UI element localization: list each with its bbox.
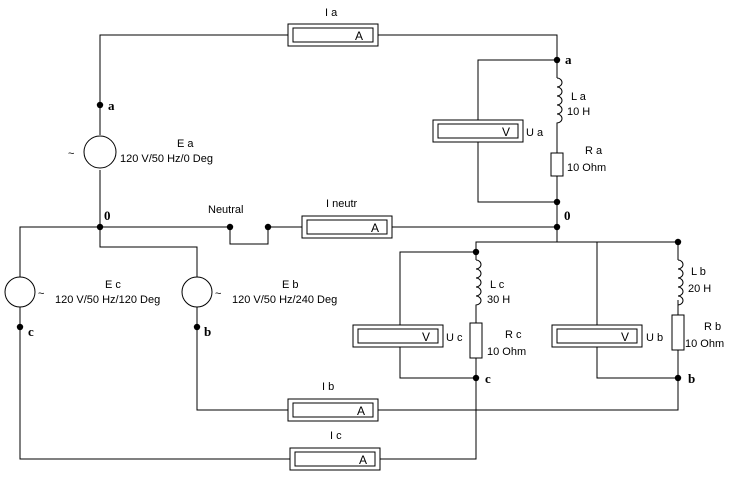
resistor-ra-value: 10 Ohm — [567, 162, 606, 174]
inductor-la-name: L a — [571, 91, 587, 103]
voltmeter-ua[interactable]: V U a — [432, 119, 544, 143]
inductor-la[interactable]: L a 10 H — [556, 77, 590, 133]
node-label-zero-left: 0 — [104, 208, 111, 223]
voltmeter-ua-unit: V — [502, 125, 510, 139]
resistor-ra[interactable]: R a 10 Ohm — [550, 145, 606, 177]
inductor-lc-name: L c — [490, 279, 505, 291]
resistor-rc-name: R c — [505, 329, 522, 341]
resistor-rb-value: 10 Ohm — [685, 338, 724, 350]
voltmeter-ub-label: U b — [646, 332, 663, 344]
resistor-rc-value: 10 Ohm — [487, 346, 526, 358]
node-label-c-left: c — [28, 324, 34, 339]
source-ec-spec: 120 V/50 Hz/120 Deg — [55, 294, 160, 306]
voltmeter-ub-unit: V — [621, 330, 629, 344]
source-ea-spec: 120 V/50 Hz/0 Deg — [120, 153, 213, 165]
ammeter-ia-label: I a — [325, 7, 338, 19]
source-eb-name: E b — [282, 279, 299, 291]
ammeter-ib-unit: A — [357, 404, 365, 418]
voltmeter-ub[interactable]: V U b — [551, 324, 663, 348]
resistor-rb-name: R b — [704, 321, 721, 333]
inductor-lb[interactable]: L b 20 H — [677, 259, 711, 306]
source-ea-name: E a — [177, 138, 194, 150]
ammeter-ia[interactable]: A I a — [287, 7, 379, 47]
ammeter-ic-unit: A — [359, 453, 367, 467]
resistor-rb[interactable]: R b 10 Ohm — [671, 314, 724, 351]
source-eb-symbol: ~ — [215, 288, 221, 300]
junction-dots — [16, 56, 682, 382]
source-eb[interactable]: ~ E b 120 V/50 Hz/240 Deg — [181, 276, 337, 308]
inductor-la-value: 10 H — [567, 106, 590, 118]
source-ec-symbol: ~ — [38, 288, 44, 300]
ammeter-ineutr-label: I neutr — [326, 198, 358, 210]
voltmeter-uc-unit: V — [422, 330, 430, 344]
node-label-a-right: a — [565, 52, 572, 67]
voltmeter-ua-label: U a — [526, 127, 544, 139]
inductor-lc-value: 30 H — [487, 294, 510, 306]
ammeter-ineutr[interactable]: A I neutr — [301, 198, 393, 239]
node-label-c-right: c — [485, 371, 491, 386]
ammeter-ic[interactable]: A I c — [289, 430, 381, 471]
inductor-lc[interactable]: L c 30 H — [475, 259, 510, 308]
inductor-lb-value: 20 H — [688, 283, 711, 295]
source-ec[interactable]: ~ E c 120 V/50 Hz/120 Deg — [4, 276, 160, 308]
source-eb-spec: 120 V/50 Hz/240 Deg — [232, 294, 337, 306]
ammeter-ic-label: I c — [330, 430, 342, 442]
source-ea[interactable]: ~ E a 120 V/50 Hz/0 Deg — [68, 135, 213, 169]
resistor-rc[interactable]: R c 10 Ohm — [469, 322, 526, 359]
node-label-b-right: b — [688, 371, 695, 386]
node-label-zero-right: 0 — [564, 208, 571, 223]
source-ec-name: E c — [105, 279, 121, 291]
ammeter-ib[interactable]: A I b — [287, 381, 379, 422]
inductor-lb-name: L b — [691, 266, 706, 278]
ammeter-ia-unit: A — [355, 29, 363, 43]
source-ea-symbol: ~ — [68, 148, 74, 160]
ammeter-ib-label: I b — [322, 381, 334, 393]
ammeter-ineutr-unit: A — [371, 221, 379, 235]
neutral-switch-label: Neutral — [208, 204, 243, 216]
node-label-a-left: a — [108, 98, 115, 113]
resistor-ra-name: R a — [585, 145, 603, 157]
wire-phase-c — [19, 251, 477, 460]
voltmeter-uc[interactable]: V U c — [352, 324, 463, 348]
voltmeter-uc-label: U c — [446, 332, 463, 344]
node-label-b-left: b — [204, 324, 211, 339]
wire-phase-b — [196, 241, 679, 411]
